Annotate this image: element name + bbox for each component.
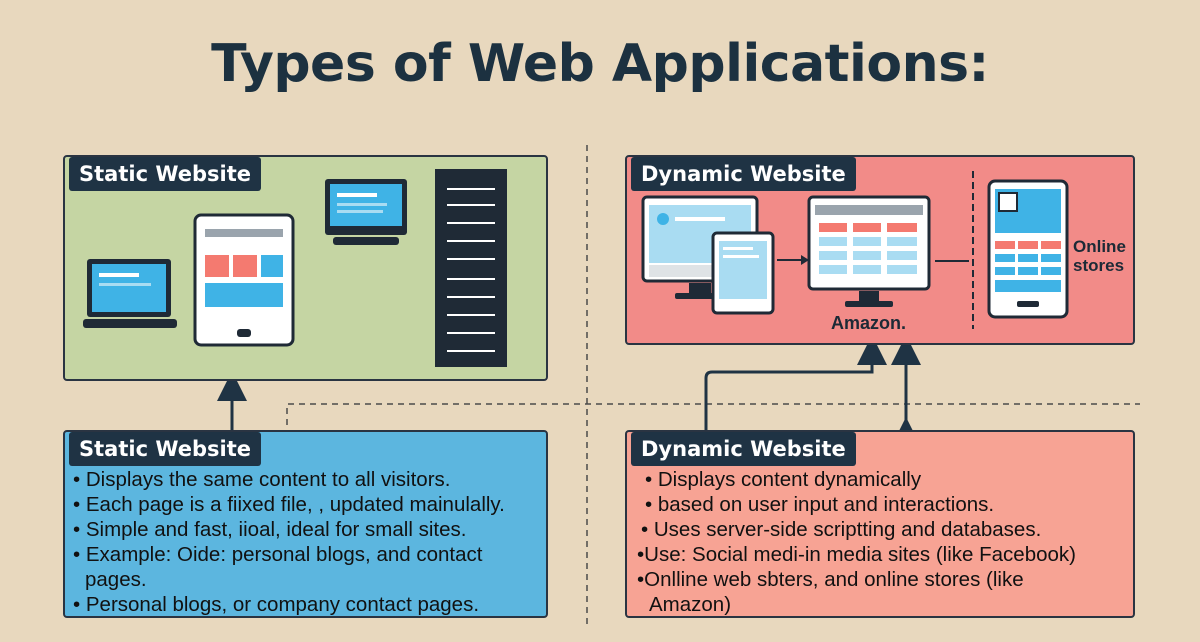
- monitor-icon: [325, 179, 407, 245]
- horizontal-dashed-connector: [286, 403, 1140, 425]
- dynamic-features-list: • Displays content dynamically • based o…: [637, 467, 1076, 617]
- online-stores-label: Online stores: [1073, 237, 1126, 275]
- list-item: • Personal blogs, or company contact pag…: [73, 593, 480, 616]
- connector-bracket-icon: [935, 171, 974, 329]
- amazon-label: Amazon.: [831, 313, 907, 333]
- list-item: Amazon): [649, 593, 732, 616]
- list-item: • Example: Oide: personal blogs, and con…: [73, 543, 483, 566]
- list-item: • Displays the same content to all visit…: [73, 468, 451, 491]
- tablet-icon: [193, 213, 295, 347]
- static-website-panel: Static Website: [63, 155, 548, 381]
- dynamic-website-panel: Dynamic Website Amazon.: [625, 155, 1135, 345]
- static-description-tag: Static Website: [69, 432, 261, 466]
- list-item: • Displays content dynamically: [645, 468, 922, 491]
- list-item: • Each page is a fiixed file, , updated …: [73, 493, 505, 516]
- webstore-monitor-icon: [807, 195, 931, 307]
- list-item: • Uses server-side scriptting and databa…: [641, 518, 1042, 541]
- page-title: Types of Web Applications:: [211, 34, 989, 94]
- list-item: •Use: Social medi-in media sites (like F…: [637, 543, 1076, 566]
- dynamic-description-tag: Dynamic Website: [631, 432, 856, 466]
- static-features-list: • Displays the same content to all visit…: [73, 467, 505, 617]
- list-item: •Onlline web sbters, and online stores (…: [637, 568, 1024, 591]
- document-icon: [435, 169, 507, 367]
- dynamic-arrow-up: [704, 335, 887, 430]
- static-website-description-panel: Static Website • Displays the same conte…: [63, 430, 548, 618]
- dynamic-website-description-panel: Dynamic Website • Displays content dynam…: [625, 430, 1135, 618]
- online-store-tablet-icon: [987, 179, 1069, 319]
- list-item: • Simple and fast, iioal, ideal for smal…: [73, 518, 467, 541]
- mobile-device-icon: [711, 231, 775, 315]
- static-website-tag: Static Website: [69, 157, 261, 191]
- arrow-right-icon: [777, 255, 809, 265]
- laptop-icon: [83, 259, 177, 328]
- list-item: pages.: [85, 568, 147, 591]
- list-item: • based on user input and interactions.: [645, 493, 995, 516]
- dynamic-website-tag: Dynamic Website: [631, 157, 856, 191]
